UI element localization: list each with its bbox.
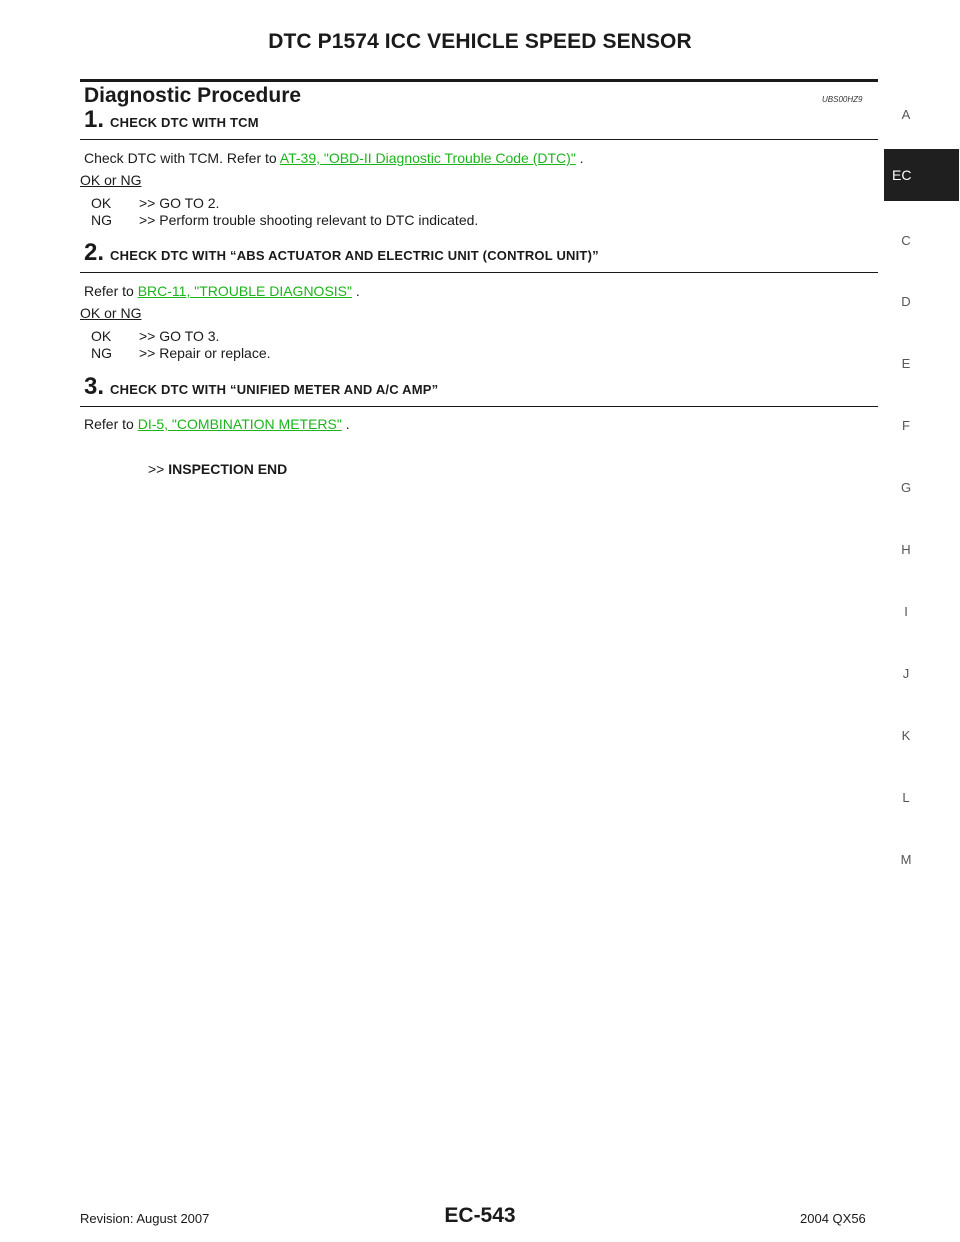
end-arrow: >> xyxy=(148,461,165,477)
side-index-k[interactable]: K xyxy=(901,728,911,743)
result-action: >> Perform trouble shooting relevant to … xyxy=(139,212,479,228)
result-ng: NG >> Repair or replace. xyxy=(91,345,271,361)
side-index-label: EC xyxy=(892,167,912,183)
step-divider xyxy=(80,406,878,407)
instruction-suffix: . xyxy=(575,150,584,166)
reference-link-at-39[interactable]: AT-39, "OBD-II Diagnostic Trouble Code (… xyxy=(279,150,576,166)
result-code: OK xyxy=(91,328,112,344)
step-2-instruction: Refer to BRC-11, "TROUBLE DIAGNOSIS" . xyxy=(84,283,360,299)
instruction-text: Check DTC with TCM. Refer to xyxy=(84,150,280,166)
reference-link-di-5[interactable]: DI-5, "COMBINATION METERS" xyxy=(137,416,342,432)
side-index-c[interactable]: C xyxy=(901,233,911,248)
side-index-g[interactable]: G xyxy=(900,480,912,495)
step-3-header: 3. CHECK DTC WITH “UNIFIED METER AND A/C … xyxy=(84,373,438,401)
step-2-header: 2. CHECK DTC WITH “ABS ACTUATOR AND ELECT… xyxy=(84,239,599,267)
side-index-h[interactable]: H xyxy=(901,542,911,557)
reference-link-brc-11[interactable]: BRC-11, "TROUBLE DIAGNOSIS" xyxy=(137,283,352,299)
footer-model: 2004 QX56 xyxy=(800,1211,866,1226)
side-index-i[interactable]: I xyxy=(904,604,908,619)
result-ok: OK >> GO TO 3. xyxy=(91,328,219,344)
result-code: NG xyxy=(91,212,112,228)
side-index-f[interactable]: F xyxy=(902,418,910,433)
instruction-text: Refer to xyxy=(84,416,138,432)
end-text: INSPECTION END xyxy=(168,461,288,477)
step-divider xyxy=(80,139,878,140)
result-ng: NG >> Perform trouble shooting relevant t… xyxy=(91,212,478,228)
ok-or-ng-label: OK or NG xyxy=(80,172,142,188)
section-heading: Diagnostic Procedure xyxy=(84,84,302,107)
step-title: CHECK DTC WITH TCM xyxy=(110,115,259,130)
side-index-ec-active[interactable]: EC xyxy=(884,149,959,201)
step-3-instruction: Refer to DI-5, "COMBINATION METERS" . xyxy=(84,416,350,432)
result-action: >> GO TO 2. xyxy=(139,195,220,211)
result-code: NG xyxy=(91,345,112,361)
footer-page-number: EC-543 xyxy=(444,1204,516,1227)
step-divider xyxy=(80,272,878,273)
step-number: 2. xyxy=(84,239,105,266)
side-index-a[interactable]: A xyxy=(901,107,911,122)
result-code: OK xyxy=(91,195,112,211)
page-title: DTC P1574 ICC VEHICLE SPEED SENSOR xyxy=(268,30,692,53)
step-1-header: 1. CHECK DTC WITH TCM xyxy=(84,106,259,134)
instruction-suffix: . xyxy=(351,283,360,299)
side-index-e[interactable]: E xyxy=(901,356,911,371)
result-action: >> GO TO 3. xyxy=(139,328,220,344)
step-title: CHECK DTC WITH “UNIFIED METER AND A/C AM… xyxy=(110,382,439,397)
inspection-end: >> INSPECTION END xyxy=(148,461,287,477)
instruction-text: Refer to xyxy=(84,283,138,299)
step-1-instruction: Check DTC with TCM. Refer to AT-39, "OBD… xyxy=(84,150,584,166)
footer-revision: Revision: August 2007 xyxy=(80,1211,210,1226)
side-index-m[interactable]: M xyxy=(900,852,912,867)
result-action: >> Repair or replace. xyxy=(139,345,271,361)
side-index-l[interactable]: L xyxy=(902,790,910,805)
side-index-j[interactable]: J xyxy=(902,666,910,681)
side-index-d[interactable]: D xyxy=(901,294,911,309)
step-title: CHECK DTC WITH “ABS ACTUATOR AND ELECTRI… xyxy=(110,248,599,263)
ok-or-ng-label: OK or NG xyxy=(80,305,142,321)
instruction-suffix: . xyxy=(341,416,350,432)
title-divider xyxy=(80,79,878,82)
section-code: UBS00HZ9 xyxy=(822,95,863,104)
result-ok: OK >> GO TO 2. xyxy=(91,195,219,211)
step-number: 3. xyxy=(84,373,105,400)
step-number: 1. xyxy=(84,106,105,133)
